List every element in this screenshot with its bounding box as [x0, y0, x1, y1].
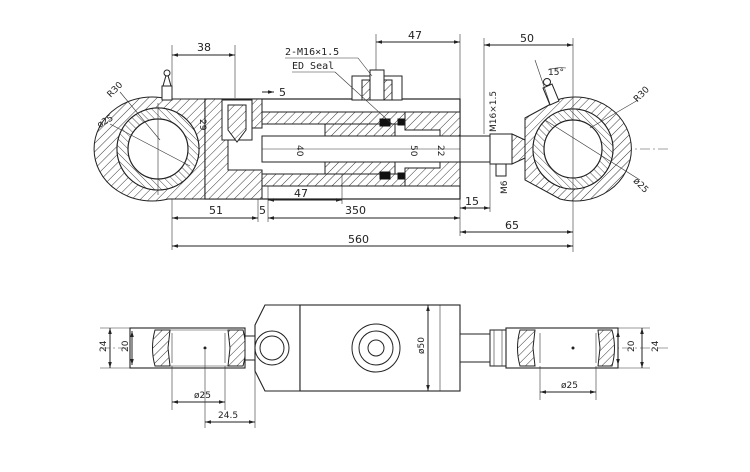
dim-r30-left: R30 — [106, 80, 126, 100]
dim-65: 65 — [505, 219, 519, 232]
bottom-view: 24 20 ø25 24.5 ø50 20 24 — [99, 304, 668, 428]
note-ports: 2-M16×1.5 — [285, 47, 339, 58]
dim-29: 29 — [197, 119, 207, 131]
dim-dia50: ø50 — [417, 337, 427, 354]
dim-560: 560 — [348, 233, 369, 246]
dim-20-right: 20 — [627, 340, 637, 352]
cylinder-body-bottom — [254, 304, 507, 392]
dimensions-bottom-view: 24 20 ø25 24.5 ø50 20 24 — [99, 305, 661, 428]
dim-350: 350 — [345, 204, 366, 217]
note-seal: ED Seal — [292, 61, 334, 72]
dim-5-bottom: 5 — [259, 204, 266, 217]
right-rod-eye — [524, 59, 641, 202]
grease-nipple-left — [161, 69, 173, 101]
dim-r30-right: R30 — [632, 85, 652, 105]
dim-5-top: 5 — [279, 86, 286, 99]
dim-50-mid: 50 — [408, 145, 418, 157]
dim-20-left: 20 — [121, 340, 131, 352]
dim-40: 40 — [294, 145, 304, 157]
dim-angle-15: 15° — [548, 68, 564, 78]
left-rod-eye — [93, 69, 216, 202]
dim-m6: M6 — [500, 180, 510, 194]
dim-24-right: 24 — [651, 340, 661, 352]
dim-15: 15 — [465, 195, 479, 208]
piston-rod-end — [459, 133, 526, 177]
dim-24-left: 24 — [99, 340, 109, 352]
dim-dia25-bottom-right: ø25 — [561, 381, 578, 391]
dim-22: 22 — [435, 145, 445, 156]
top-view: 38 47 2-M16×1.5 ED Seal 50 15° R30 ø25 — [93, 29, 668, 252]
dim-m16-port: M16×1.5 — [489, 91, 499, 132]
dim-dia25-right: ø25 — [631, 176, 650, 195]
left-eye-side — [129, 327, 256, 369]
dim-dia25-bottom: ø25 — [194, 391, 211, 401]
right-eye-side — [505, 327, 619, 369]
dim-24-5: 24.5 — [218, 411, 238, 421]
cylinder-barrel — [204, 69, 463, 200]
dim-47-top: 47 — [408, 29, 422, 42]
dim-51: 51 — [209, 204, 223, 217]
dim-38: 38 — [197, 41, 211, 54]
dim-47-bottom: 47 — [294, 187, 308, 200]
grease-nipple-right — [542, 78, 560, 106]
dim-50-top: 50 — [520, 32, 534, 45]
dimensions-bottom-top-view: 51 5 47 350 15 65 560 — [171, 162, 574, 252]
